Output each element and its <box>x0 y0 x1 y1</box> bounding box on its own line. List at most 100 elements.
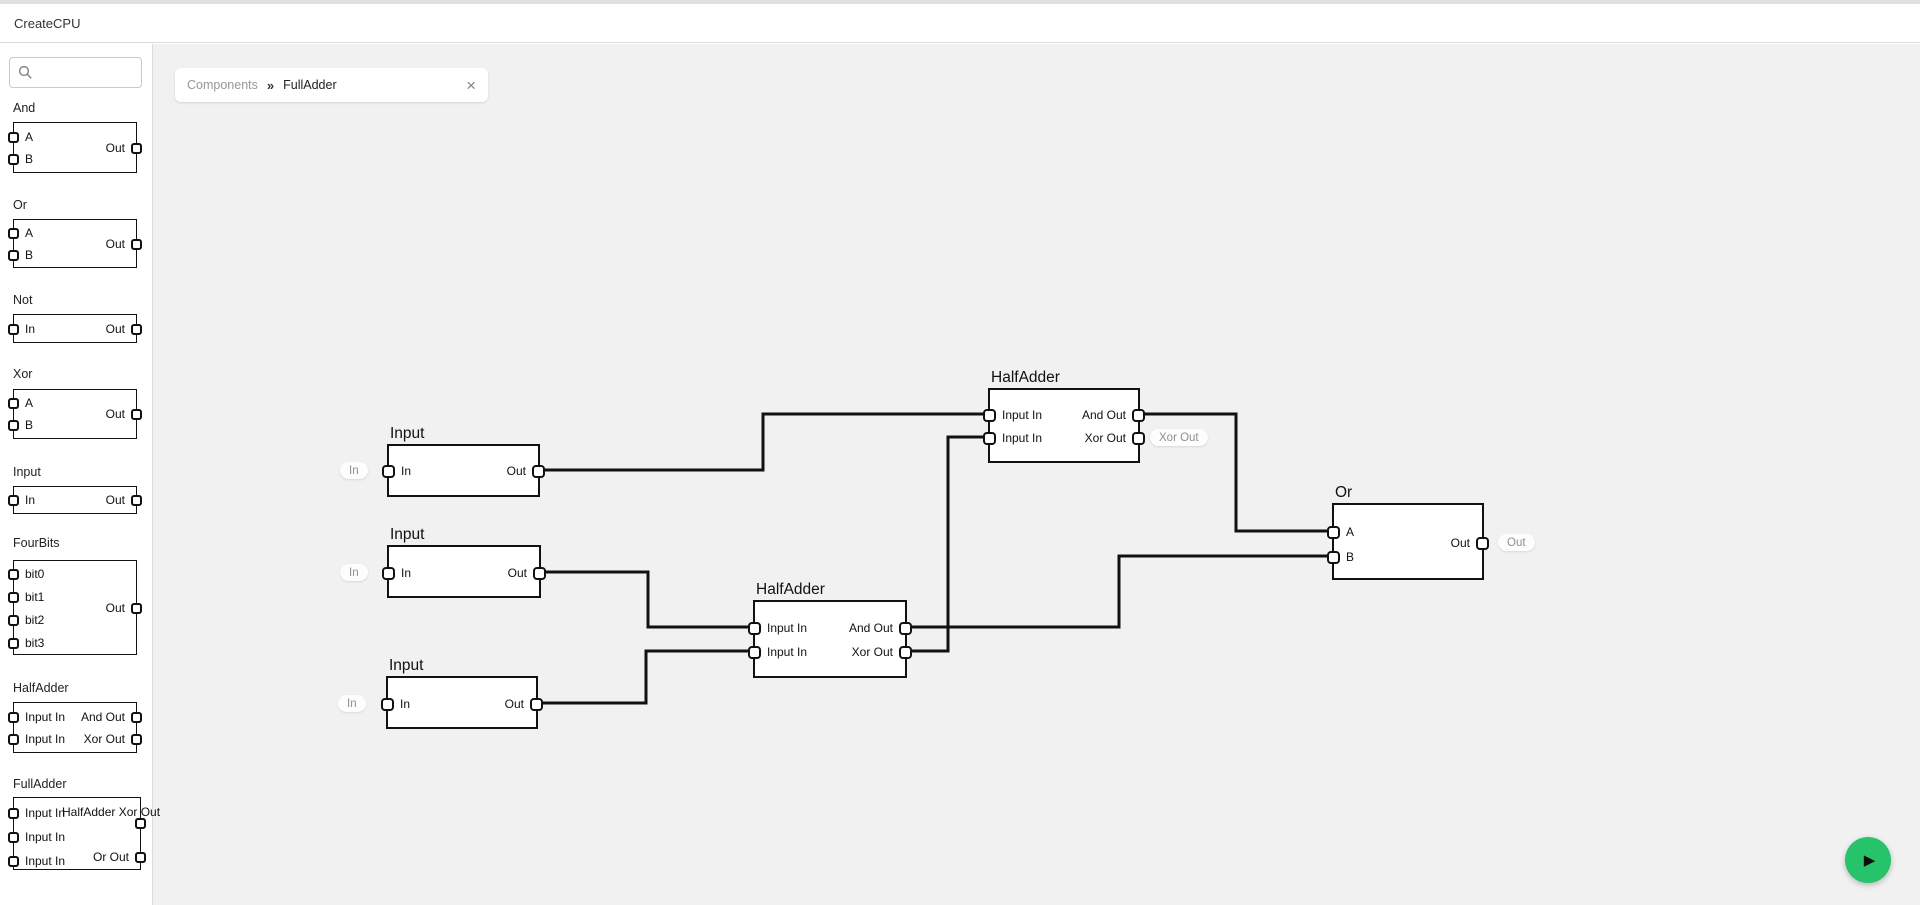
canvas-block-or[interactable]: Or A B Out <box>1327 484 1489 580</box>
block-title: Or <box>1335 484 1353 501</box>
component-name: Or <box>13 198 27 212</box>
port-label: Xor Out <box>83 732 125 746</box>
component-preview[interactable]: bit0 bit1 bit2 bit3 Out <box>8 560 142 655</box>
component-preview[interactable]: Input In Input In Input In HalfAdder Xor… <box>8 797 160 870</box>
search-input[interactable] <box>33 60 133 85</box>
app-title: CreateCPU <box>14 15 81 31</box>
port-label: bit1 <box>25 590 45 604</box>
input-port-bit0[interactable] <box>8 569 19 580</box>
run-simulation-button[interactable]: ▶ <box>1845 837 1891 883</box>
port-label: Out <box>105 493 125 507</box>
port-label: Input In <box>767 645 808 659</box>
input-port-a[interactable] <box>1327 526 1340 539</box>
external-pin-badge-in-3[interactable]: In <box>338 695 366 712</box>
input-port-bit2[interactable] <box>8 615 19 626</box>
input-port-2[interactable] <box>8 734 19 745</box>
output-port-out[interactable] <box>1476 537 1489 550</box>
input-port-a[interactable] <box>8 398 19 409</box>
component-preview[interactable]: In Out <box>8 314 142 343</box>
input-port-in[interactable] <box>381 698 394 711</box>
component-preview[interactable]: A B Out <box>8 219 142 268</box>
window-top-strip <box>0 0 1920 4</box>
input-port-in[interactable] <box>382 567 395 580</box>
input-port-b[interactable] <box>8 420 19 431</box>
output-port-or[interactable] <box>135 852 146 863</box>
output-port-out[interactable] <box>533 567 546 580</box>
component-name: Xor <box>13 367 33 381</box>
port-label: Input In <box>25 806 66 820</box>
input-port-2[interactable] <box>983 432 996 445</box>
port-label: Or Out <box>92 850 129 864</box>
input-port-bit3[interactable] <box>8 638 19 649</box>
canvas-block-input-3[interactable]: Input In Out <box>381 657 543 729</box>
port-label: bit2 <box>25 613 45 627</box>
component-name: Input <box>13 465 41 479</box>
input-port-b[interactable] <box>8 250 19 261</box>
port-label: Out <box>105 407 125 421</box>
input-port-b[interactable] <box>8 154 19 165</box>
port-label: Input In <box>767 621 808 635</box>
close-icon[interactable]: × <box>466 75 476 95</box>
port-label: Input In <box>25 830 66 844</box>
input-port-3[interactable] <box>8 856 19 867</box>
output-port-out[interactable] <box>131 495 142 506</box>
input-port-2[interactable] <box>748 646 761 659</box>
output-port-xor[interactable] <box>131 734 142 745</box>
output-port-xor[interactable] <box>899 646 912 659</box>
component-preview[interactable]: A B Out <box>8 122 142 173</box>
port-label: Out <box>105 322 125 336</box>
search-box[interactable] <box>9 57 142 88</box>
port-label: Input In <box>25 732 66 746</box>
canvas-block-halfadder-1[interactable]: HalfAdder Input In Input In And Out Xor … <box>983 369 1145 463</box>
component-preview[interactable]: In Out <box>8 486 142 514</box>
input-port-bit1[interactable] <box>8 592 19 603</box>
canvas-block-input-2[interactable]: Input In Out <box>382 526 546 598</box>
output-port-out[interactable] <box>131 409 142 420</box>
port-label: Out <box>504 697 524 711</box>
input-port-2[interactable] <box>8 832 19 843</box>
output-port-xor[interactable] <box>1132 432 1145 445</box>
output-port-and[interactable] <box>1132 409 1145 422</box>
component-preview[interactable]: Input In Input In And Out Xor Out <box>8 702 142 753</box>
output-port-and[interactable] <box>131 712 142 723</box>
output-port-out[interactable] <box>532 465 545 478</box>
component-name: FourBits <box>13 536 60 550</box>
port-label: In <box>400 697 411 711</box>
input-port-1[interactable] <box>748 622 761 635</box>
component-palette: And A B Out Or A B Out Not In Out <box>0 44 160 905</box>
output-port-halfadder-xor[interactable] <box>135 818 146 829</box>
output-port-out[interactable] <box>131 143 142 154</box>
input-port-in[interactable] <box>8 324 19 335</box>
port-label: Out <box>507 566 527 580</box>
input-port-in[interactable] <box>8 495 19 506</box>
breadcrumb-components[interactable]: Components <box>187 78 258 92</box>
port-label: Out <box>105 237 125 251</box>
port-label: Input In <box>1002 431 1043 445</box>
canvas-block-input-1[interactable]: Input In Out <box>382 425 545 497</box>
output-port-and[interactable] <box>899 622 912 635</box>
block-title: Input <box>390 526 425 543</box>
output-port-out[interactable] <box>131 239 142 250</box>
output-port-out[interactable] <box>131 603 142 614</box>
input-port-in[interactable] <box>382 465 395 478</box>
component-name: And <box>13 101 36 115</box>
input-port-1[interactable] <box>983 409 996 422</box>
port-label: A <box>25 226 34 240</box>
input-port-a[interactable] <box>8 132 19 143</box>
input-port-1[interactable] <box>8 808 19 819</box>
input-port-b[interactable] <box>1327 551 1340 564</box>
external-pin-badge-in-1[interactable]: In <box>340 462 368 479</box>
port-label: Out <box>105 601 125 615</box>
input-port-1[interactable] <box>8 712 19 723</box>
tab-fulladder[interactable]: Components » FullAdder × <box>175 68 488 102</box>
external-pin-badge-in-2[interactable]: In <box>340 564 368 581</box>
canvas-block-halfadder-2[interactable]: HalfAdder Input In Input In And Out Xor … <box>748 581 912 678</box>
input-port-a[interactable] <box>8 228 19 239</box>
component-preview[interactable]: A B Out <box>8 389 142 439</box>
port-label: Input In <box>25 710 66 724</box>
output-port-out[interactable] <box>131 324 142 335</box>
output-port-out[interactable] <box>530 698 543 711</box>
block-title: HalfAdder <box>991 369 1060 386</box>
port-label: Input In <box>1002 408 1043 422</box>
tab-title: FullAdder <box>283 78 337 92</box>
